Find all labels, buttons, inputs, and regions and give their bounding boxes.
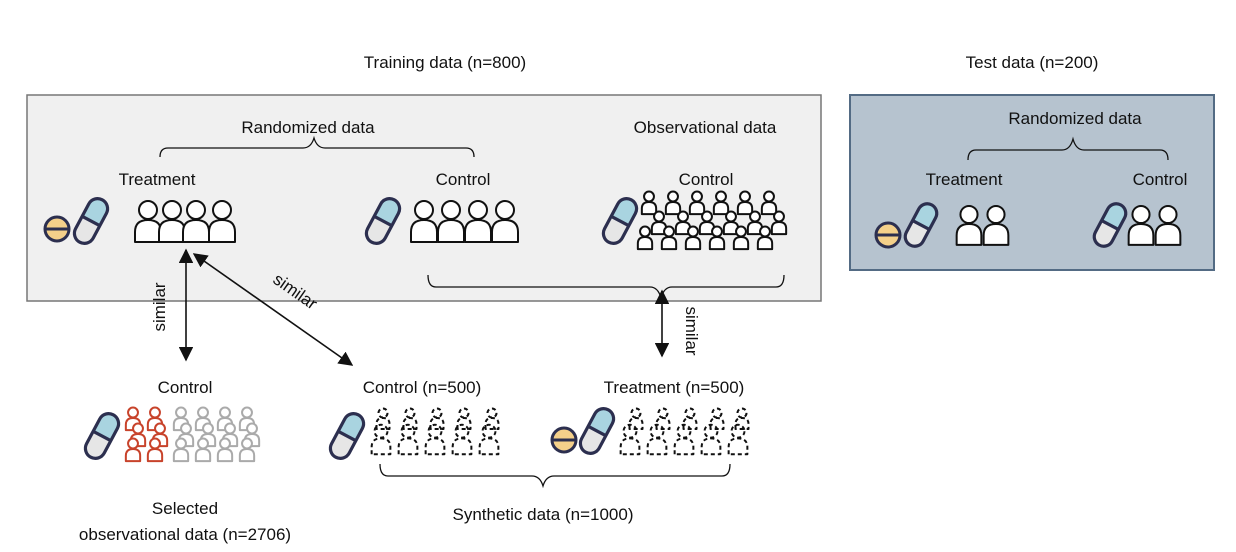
synthetic-brace [379,463,731,489]
training-obs-control-label: Control [679,170,734,189]
control-capsule-icon [364,197,402,245]
dashed-person-icon [673,423,695,456]
similar-right-label: similar [682,306,701,355]
icons-layer [43,190,1182,463]
test-treatment-label: Treatment [926,170,1003,189]
training-randomized-label: Randomized data [241,118,375,137]
person-icon [756,225,774,251]
person-icon [640,190,658,216]
dashed-person-icon [478,423,500,456]
person-icon [182,200,210,243]
obs-capsule-icon [601,197,639,245]
person-icon [1127,204,1155,246]
selected-person-icon [124,437,142,463]
dashed-person-icon [682,407,698,430]
dashed-person-icon [429,407,445,430]
person-icon [732,225,750,251]
person-icon [736,190,754,216]
dashed-person-icon [370,423,392,456]
selected-caption-line1: Selected [152,499,218,518]
person-icon [770,210,788,236]
faded-person-icon [216,437,234,463]
synthetic-treatment-capsule-icon [578,407,616,455]
training-control-label: Control [436,170,491,189]
synthetic-control-label: Control (n=500) [363,378,482,397]
person-icon [955,204,983,246]
dashed-person-icon [456,407,472,430]
dashed-person-icon [484,407,500,430]
similar-vertical-label: similar [150,282,169,331]
person-icon [464,200,492,243]
training-treatment-label: Treatment [119,170,196,189]
dashed-person-icon [451,423,473,456]
person-icon [158,200,186,243]
test-title: Test data (n=200) [966,53,1099,72]
dashed-person-icon [619,423,641,456]
selected-capsule-icon [83,412,121,460]
selected-control-label: Control [158,378,213,397]
test-control-label: Control [1133,170,1188,189]
synthetic-pill-icon [550,426,578,454]
person-icon [684,225,702,251]
dashed-person-icon [700,423,722,456]
person-icon [491,200,519,243]
person-icon [208,200,236,243]
person-icon [660,225,678,251]
selected-person-icon [146,437,164,463]
person-icon [636,225,654,251]
person-icon [982,204,1010,246]
treatment-pill-icon [43,215,71,243]
randomized-brace [159,135,475,158]
dashed-person-icon [375,407,391,430]
faded-person-icon [172,437,190,463]
test-control-capsule-icon [1092,202,1128,248]
dashed-person-icon [727,423,749,456]
test-pill-icon [874,221,902,249]
training-panel [26,94,822,302]
person-icon [760,190,778,216]
test-randomized-brace [967,136,1169,161]
dashed-person-icon [734,407,750,430]
dashed-person-icon [646,423,668,456]
similar-diagonal-arrow [192,253,354,366]
synthetic-caption: Synthetic data (n=1000) [453,505,634,524]
training-observational-label: Observational data [634,118,777,137]
test-randomized-label: Randomized data [1008,109,1142,128]
selected-caption-line2: observational data (n=2706) [79,525,291,544]
person-icon [650,210,668,236]
dashed-person-icon [402,407,418,430]
person-icon [134,200,162,243]
synthetic-treatment-label: Treatment (n=500) [604,378,745,397]
synthetic-control-capsule-icon [328,412,366,460]
dashed-person-icon [397,423,419,456]
faded-person-icon [238,437,256,463]
person-icon [1154,204,1182,246]
faded-person-icon [194,437,212,463]
treatment-capsule-icon [72,197,110,245]
person-icon [688,190,706,216]
dashed-person-icon [424,423,446,456]
person-icon [410,200,438,243]
dashed-person-icon [628,407,644,430]
dashed-person-icon [655,407,671,430]
training-title: Training data (n=800) [364,53,526,72]
test-treatment-capsule-icon [903,202,939,248]
dashed-person-icon [709,407,725,430]
person-icon [712,190,730,216]
person-icon [708,225,726,251]
person-icon [664,190,682,216]
person-icon [674,210,692,236]
person-icon [437,200,465,243]
